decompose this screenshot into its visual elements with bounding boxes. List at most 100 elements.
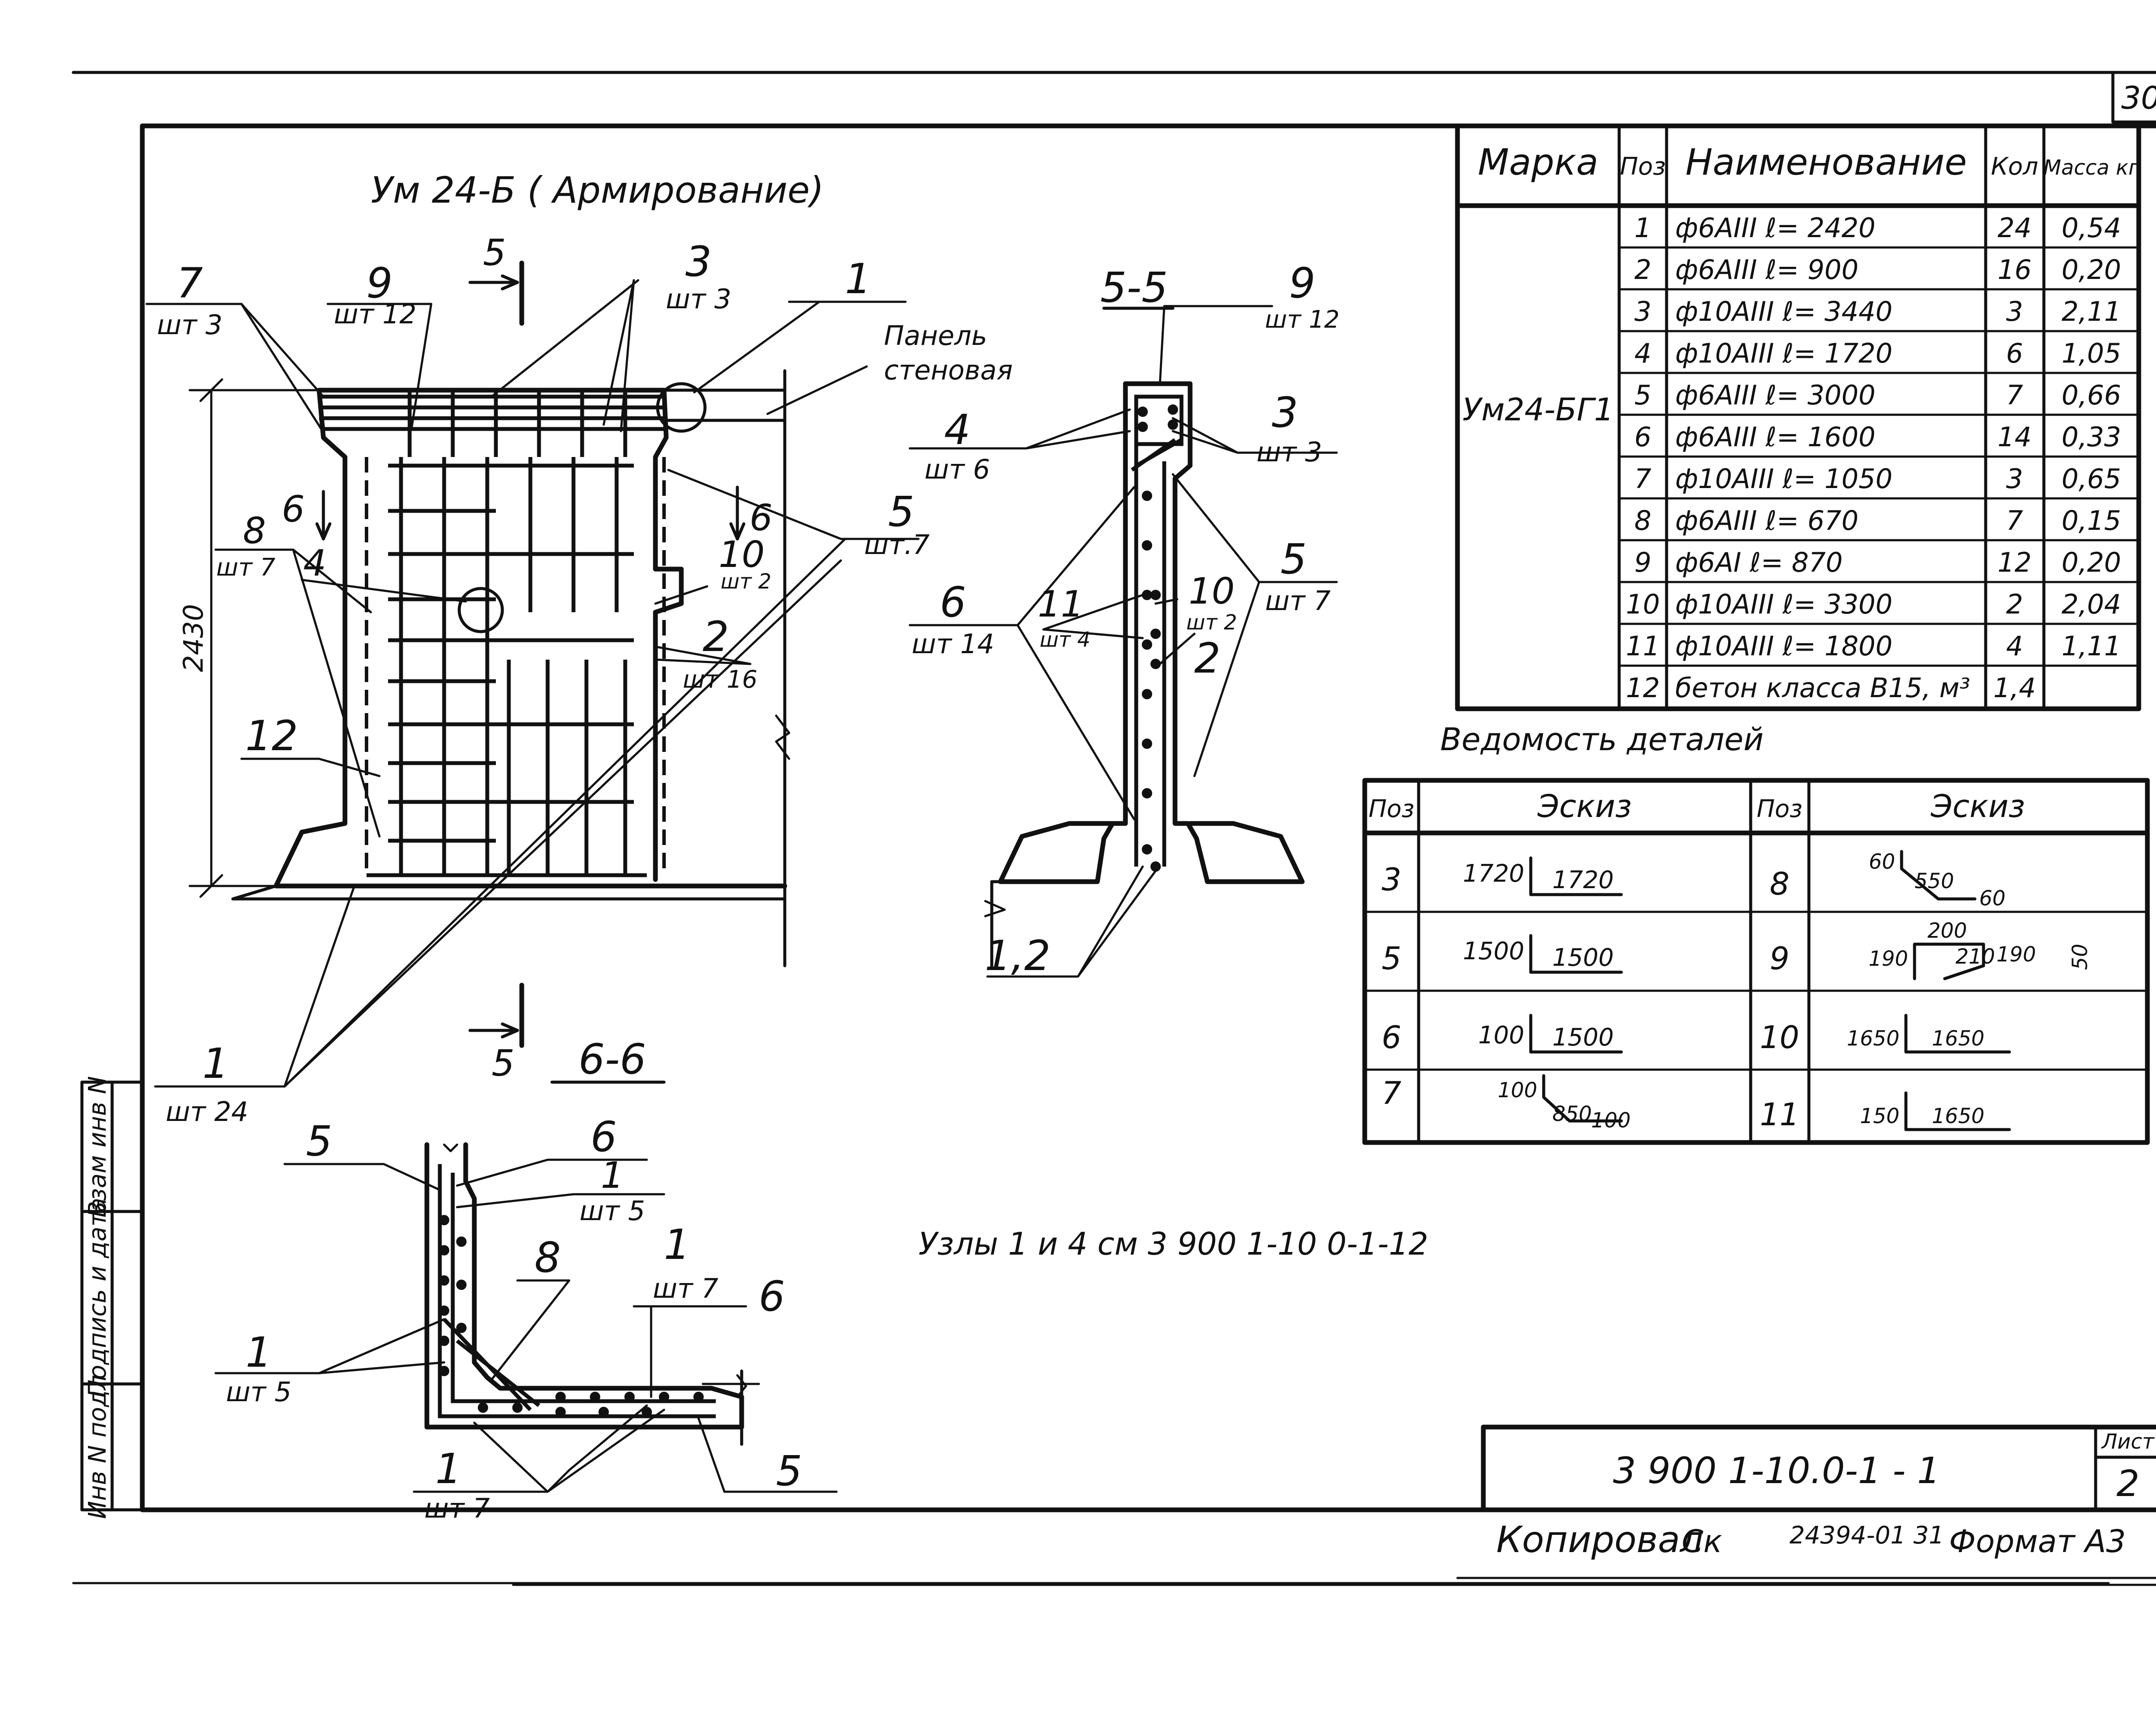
b-callout-1d-num: 1 [435,1445,461,1493]
spec-row-pos: 11 [1626,630,1660,662]
s-callout-11-qty: шт 4 [1040,628,1091,652]
callout-9-qty: шт 12 [334,298,416,330]
callout-3-qty: шт 3 [666,283,731,315]
spec-row-name: ф6АIII ℓ= 2420 [1675,212,1876,244]
spec-table-grid [1455,123,2141,711]
spec-row-qty: 6 [2006,338,2023,369]
detail-dim: 60 [1869,850,1895,874]
spec-row-name: ф10АIII ℓ= 1050 [1675,463,1893,495]
callout-1-top-num: 1 [845,255,871,303]
b-callout-6r-num: 6 [758,1272,785,1321]
detail-sketch-5 [1529,934,1623,974]
detail-pos: 11 [1760,1096,1799,1133]
s-callout-10-qty: шт 2 [1186,610,1237,635]
detail-pos: 10 [1760,1019,1799,1055]
s-callout-5-qty: шт 7 [1265,585,1331,617]
s-callout-2-num: 2 [1194,634,1220,682]
spec-row-qty: 12 [1998,547,2032,578]
s-callout-6-qty: шт 14 [912,628,994,660]
b-callout-1b-num: 1 [664,1221,690,1269]
spec-row-qty: 3 [2006,463,2023,495]
s-callout-5-num: 5 [1280,535,1307,583]
details-left-rows: 3 1720 1720 5 1500 1500 6 100 1500 7 100… [1382,856,1631,1133]
details-table-header: Поз Эскиз Поз Эскиз [1369,788,2025,824]
b-callout-1a-qty: шт 5 [580,1195,645,1227]
spec-header-qty: Кол [1991,153,2038,181]
detail-sketch-7 [1542,1074,1623,1123]
spec-row-name: ф6АIII ℓ= 3000 [1675,379,1876,411]
detail-dim: 1720 [1552,866,1614,894]
spec-row-qty: 16 [1998,254,2032,285]
detail-dim: 60 [1979,886,2006,911]
detail-dim: 210 [1955,945,1995,969]
callout-7-qty: шт 3 [157,309,222,341]
spec-row-name: ф6АIII ℓ= 1600 [1675,421,1876,453]
cut-6-marks [315,485,746,541]
left-stamp [80,1080,144,1512]
title-block [1481,1424,2156,1512]
detail-dim: 850 [1552,1102,1592,1126]
detail-pos: 5 [1382,940,1401,977]
spec-row-mass: 1,11 [2062,630,2121,662]
callout-10-qty: шт 2 [721,570,771,594]
spec-row-mass: 0,15 [2062,505,2121,536]
s-callout-6-num: 6 [940,578,966,626]
callout-2-num: 2 [702,613,729,661]
detail-dim: 100 [1498,1078,1537,1102]
spec-row-mass: 0,66 [2062,379,2121,411]
spec-header-mark: Марка [1478,141,1598,183]
spec-row-pos: 5 [1634,379,1651,411]
spec-row-pos: 10 [1626,588,1660,620]
callout-4a-num: 4 [303,542,326,584]
callout-9-num: 9 [366,259,392,307]
s-callout-9-qty: шт 12 [1265,306,1340,334]
b-callout-1d-qty: шт 7 [424,1493,490,1524]
section-5-callouts: 9 шт 12 4 шт 6 3 шт 3 6 шт 14 11 шт 4 10… [912,259,1339,980]
detail-pos: 8 [1770,866,1789,902]
spec-row-qty: 1,4 [1993,672,2036,704]
detail-pos: 7 [1382,1075,1401,1111]
spec-row-name: ф6АI ℓ= 870 [1675,547,1843,578]
section-6-callouts: 5 6 1 шт 5 8 1 шт 7 6 1 шт 5 1 шт 7 5 [226,1113,802,1524]
callout-8-num: 8 [243,510,266,552]
footer-format: Формат А3 [1949,1523,2126,1559]
elevation-title: Ум 24-Б ( Армирование) [371,169,824,211]
section-5-leaders [909,305,1338,978]
footer-number: 24394-01 31 [1789,1521,1944,1549]
detail-pos: 9 [1770,940,1789,977]
detail-sketch-10 [1904,1014,2011,1054]
spec-row-pos: 8 [1634,505,1651,536]
callout-3-num: 3 [685,238,711,286]
spec-row-name: ф10АIII ℓ= 1720 [1675,338,1893,369]
spec-header-pos: Поз [1620,153,1666,181]
spec-row-mass: 2,04 [2062,588,2121,620]
b-callout-1a-num: 1 [601,1154,624,1196]
callout-12-num: 12 [245,712,298,760]
b-callout-1b-qty: шт 7 [653,1273,718,1304]
detail-dim: 190 [1868,947,1908,971]
detail-dim: 1500 [1552,1024,1614,1052]
spec-row-pos: 6 [1634,421,1651,453]
callout-10-num: 10 [719,533,765,576]
s-callout-4-num: 4 [944,406,970,454]
footer-initials: Ск [1682,1523,1722,1559]
spec-row-qty: 7 [2006,379,2023,411]
detail-dim: 1650 [1932,1104,1984,1128]
spec-mark: Ум24-БГ1 [1462,391,1614,428]
s-callout-10-num: 10 [1189,570,1235,612]
spec-row-pos: 2 [1634,254,1651,285]
spec-row-name: ф10АIII ℓ= 3440 [1675,296,1893,327]
detail-sketch-8 [1900,850,1977,901]
b-callout-6-num: 6 [590,1113,617,1161]
callout-8-qty: шт 7 [216,554,276,582]
elevation-callouts: 7 шт 3 9 шт 12 3 шт 3 1 8 шт 7 6 4 6 10 … [157,238,930,1127]
detail-pos: 3 [1382,861,1401,898]
detail-dim: 150 [1860,1104,1899,1128]
b-callout-1c-qty: шт 5 [226,1376,291,1408]
page-corner-number: 30 [2121,80,2156,116]
spec-row-mass: 0,33 [2062,421,2121,453]
details-right-rows: 8 60 550 60 9 200 190 210 190 50 10 1650… [1760,850,2092,1133]
spec-row-qty: 2 [2006,588,2023,620]
sheet-label: Лист [2101,1430,2155,1454]
elevation-callout-leaders [145,279,920,1088]
